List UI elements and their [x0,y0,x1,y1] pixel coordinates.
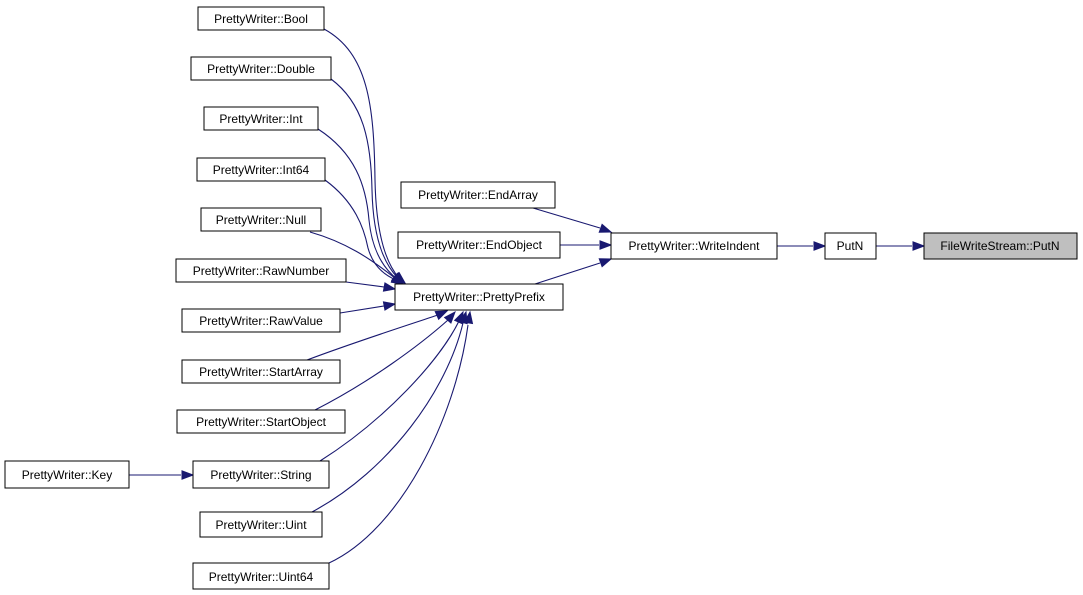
edge-line [324,179,397,281]
edge-endarray-to-writeindent [532,207,613,233]
node-label-key: PrettyWriter::Key [22,468,112,482]
edge-uint64-to-prettyprefix [328,310,474,564]
node-label-endobject: PrettyWriter::EndObject [416,238,542,252]
node-string[interactable]: PrettyWriter::String [192,460,330,489]
edge-key-to-string [129,470,195,480]
node-key[interactable]: PrettyWriter::Key [4,460,130,489]
node-label-uint64: PrettyWriter::Uint64 [209,570,314,584]
node-endobject[interactable]: PrettyWriter::EndObject [397,231,561,259]
node-label-startobject: PrettyWriter::StartObject [196,415,326,429]
edge-bool-to-prettyprefix [323,28,407,284]
arrowhead-icon [382,301,397,311]
arrowhead-icon [813,241,827,251]
arrowhead-icon [443,310,456,324]
edge-putn-to-filewrite [876,241,926,251]
node-rawvalue[interactable]: PrettyWriter::RawValue [181,308,341,333]
node-startarray[interactable]: PrettyWriter::StartArray [181,359,341,384]
node-null[interactable]: PrettyWriter::Null [200,207,322,232]
edge-line [345,281,385,288]
arrowhead-icon [382,282,397,292]
node-bool[interactable]: PrettyWriter::Bool [197,6,325,31]
node-label-null: PrettyWriter::Null [216,213,306,227]
node-label-bool: PrettyWriter::Bool [214,12,308,26]
edge-startobject-to-prettyprefix [314,310,456,411]
node-label-endarray: PrettyWriter::EndArray [418,188,538,202]
node-uint64[interactable]: PrettyWriter::Uint64 [192,562,330,590]
node-rawnumber[interactable]: PrettyWriter::RawNumber [175,258,347,283]
node-startobject[interactable]: PrettyWriter::StartObject [176,409,346,434]
arrowhead-icon [599,240,613,250]
arrowhead-icon [463,310,474,325]
edge-prettyprefix-to-writeindent [534,258,613,285]
node-label-uint: PrettyWriter::Uint [215,518,307,532]
node-putn[interactable]: PutN [824,232,877,260]
node-label-writeindent: PrettyWriter::WriteIndent [629,239,761,253]
edge-endobject-to-writeindent [560,240,613,250]
edge-line [319,320,460,462]
edge-double-to-prettyprefix [330,78,406,284]
node-int64[interactable]: PrettyWriter::Int64 [196,157,326,182]
node-label-putn: PutN [837,239,864,253]
node-label-startarray: PrettyWriter::StartArray [199,365,323,379]
node-writeindent[interactable]: PrettyWriter::WriteIndent [610,232,778,260]
arrowhead-icon [912,241,926,251]
arrowhead-icon [390,273,405,285]
edge-line [532,207,601,229]
node-label-string: PrettyWriter::String [210,468,311,482]
node-label-rawnumber: PrettyWriter::RawNumber [193,264,329,278]
edge-rawnumber-to-prettyprefix [345,281,397,292]
arrowhead-icon [434,310,449,321]
edge-line [323,28,400,279]
arrowhead-icon [598,258,613,268]
edge-line [534,262,601,285]
edge-line [330,78,399,279]
edge-startarray-to-prettyprefix [306,310,449,361]
node-label-filewritestream-putn: FileWriteStream::PutN [940,239,1059,253]
edge-line [328,324,469,564]
node-filewritestream-putn[interactable]: FileWriteStream::PutN [923,232,1078,260]
edge-line [314,319,449,411]
node-label-rawvalue: PrettyWriter::RawValue [199,314,323,328]
node-label-double: PrettyWriter::Double [207,62,315,76]
arrowhead-icon [598,223,613,233]
node-endarray[interactable]: PrettyWriter::EndArray [400,181,556,209]
node-label-int: PrettyWriter::Int [219,112,303,126]
node-prettyprefix[interactable]: PrettyWriter::PrettyPrefix [394,283,564,311]
node-uint[interactable]: PrettyWriter::Uint [199,511,323,538]
nodes-layer: PrettyWriter::Bool PrettyWriter::Double … [4,6,1078,590]
edges-layer [129,28,926,564]
node-int[interactable]: PrettyWriter::Int [203,106,319,131]
edge-null-to-prettyprefix [309,231,405,285]
edge-line [311,322,464,513]
node-label-int64: PrettyWriter::Int64 [213,163,310,177]
edge-line [306,314,439,361]
edge-rawvalue-to-prettyprefix [339,301,397,314]
edge-line [317,128,398,280]
edge-string-to-prettyprefix [319,310,464,462]
node-double[interactable]: PrettyWriter::Double [190,56,332,81]
node-label-prettyprefix: PrettyWriter::PrettyPrefix [413,290,545,304]
edge-writeindent-to-putn [777,241,827,251]
edge-line [309,231,397,280]
edge-line [339,305,385,314]
arrowhead-icon [181,470,195,480]
